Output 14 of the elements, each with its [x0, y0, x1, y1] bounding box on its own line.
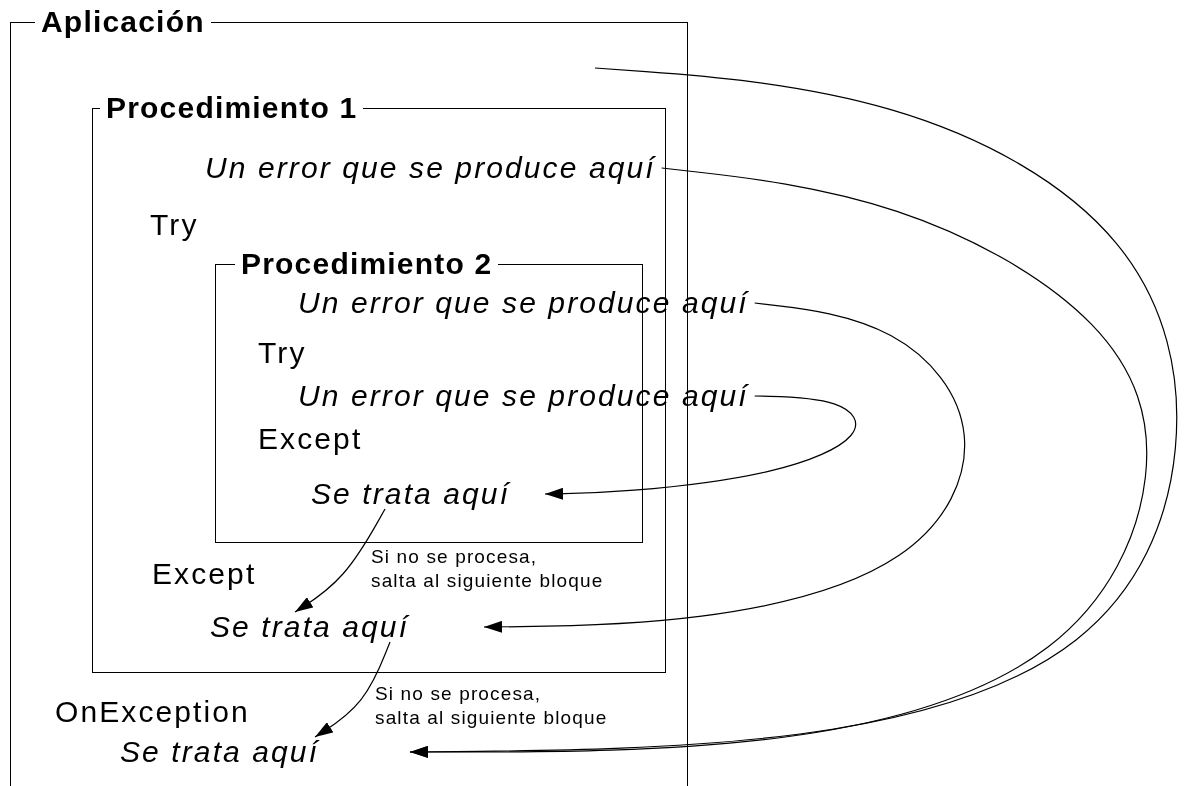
- frame-heading: Aplicación: [35, 7, 211, 37]
- keyword-label: Try: [150, 210, 199, 240]
- statement-text: Se trata aquí: [120, 737, 410, 767]
- keyword-label: Try: [258, 338, 307, 368]
- arrow: [483, 302, 966, 633]
- arrow: [409, 167, 1148, 758]
- statement-text: Se trata aquí: [210, 612, 484, 642]
- keyword-label: Except: [152, 559, 257, 589]
- arrow: [294, 508, 386, 613]
- keyword-label: OnException: [55, 697, 250, 727]
- statement-text: Se trata aquí: [311, 479, 545, 509]
- keyword-label: Except: [258, 424, 363, 454]
- statement-text: Un error que se produce aquí: [205, 153, 662, 183]
- arrow: [314, 641, 391, 738]
